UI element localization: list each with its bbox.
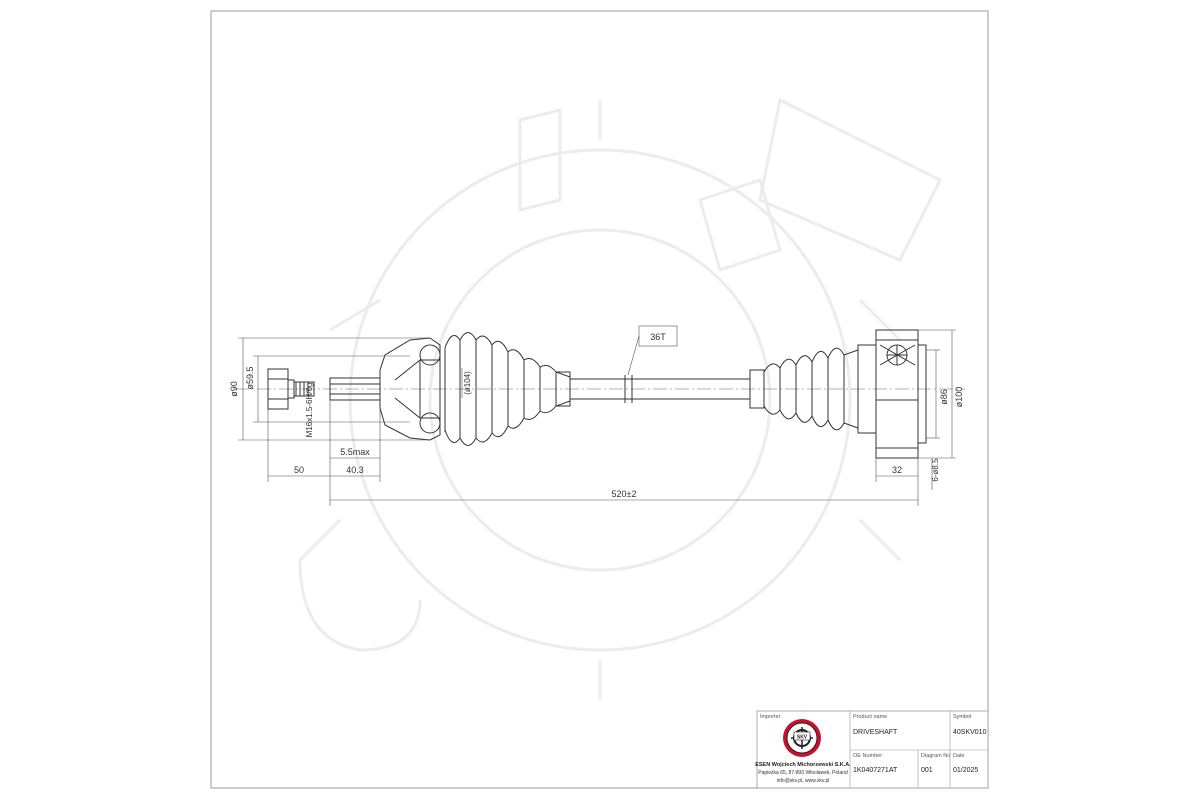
dim-length-50: 50 <box>294 465 304 475</box>
dim-length-40-3: 40.3 <box>346 465 364 475</box>
outer-boot <box>444 332 571 446</box>
dim-diameter-104: (ø104) <box>463 371 472 395</box>
symbol-label: Symbol <box>953 714 971 720</box>
shaft <box>570 375 750 403</box>
symbol-value: 40SKV010 <box>953 729 987 736</box>
dim-total-length: 520±2 <box>612 489 637 499</box>
dim-diameter-100: ø100 <box>954 387 964 408</box>
importer-label: Importer <box>760 714 781 720</box>
product-name: DRIVESHAFT <box>853 729 898 736</box>
diagram-no-label: Diagram No <box>921 753 950 759</box>
dim-diameter-90: ø90 <box>229 381 239 397</box>
diagram-no: 001 <box>921 767 933 774</box>
title-block: Importer SKV ESEN Wojciech Michorzewski … <box>755 710 989 789</box>
company-name: ESEN Wojciech Michorzewski S.K.A. <box>755 762 851 768</box>
watermark <box>298 97 943 700</box>
inner-joint-flange <box>875 329 927 459</box>
date-value: 01/2025 <box>953 767 978 774</box>
dim-bolt-holes: 6-ø8.5 <box>931 458 940 482</box>
company-address: Papieżka 65, 87-800 Włocławek, Poland <box>758 770 848 776</box>
oe-number-label: OE Number <box>853 753 882 759</box>
dim-length-32: 32 <box>892 465 902 475</box>
drawing-frame <box>210 10 989 789</box>
oe-number: 1K0407271AT <box>853 767 898 774</box>
dim-diameter-59-5: ø59.5 <box>245 366 255 389</box>
inner-boot <box>749 344 877 434</box>
company-contact: info@skv.pl, www.skv.pl <box>777 778 830 784</box>
company-logo: SKV <box>783 719 821 757</box>
product-name-label: Product name <box>853 714 887 720</box>
dim-length-5-5max: 5.5max <box>340 447 370 457</box>
dim-diameter-86: ø86 <box>939 389 949 405</box>
dim-spline-count: 36T <box>650 332 666 342</box>
dimension-lines <box>238 325 956 506</box>
date-label: Date <box>953 753 965 759</box>
logo-text: SKV <box>797 735 808 741</box>
outer-joint-stub <box>267 337 446 441</box>
dim-thread: M16x1.5-6H/6g <box>305 383 314 438</box>
